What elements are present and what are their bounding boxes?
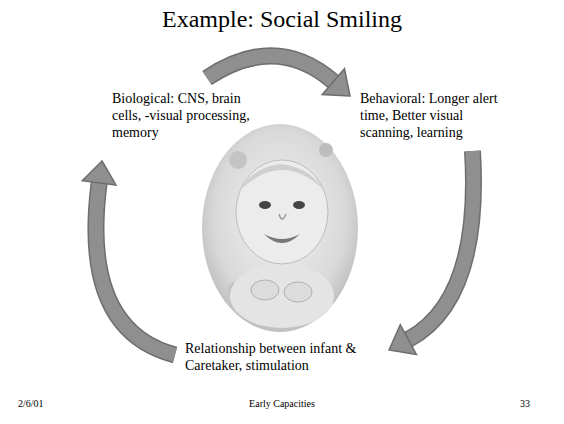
cycle-text-node: Behavioral: Longer alert time, Better vi… [360,90,512,141]
cycle-text-node: Biological: CNS, brain cells, -visual pr… [112,90,272,141]
arrow-head [82,161,116,185]
curved-arrow [82,161,175,355]
arrow-shaft-fill [408,151,473,340]
arrow-shaft-fill [96,183,175,355]
node-text: Behavioral: Longer alert time, Better vi… [360,90,512,141]
curved-arrow [207,56,350,96]
curved-arrow [389,151,473,355]
arrow-shaft [408,151,473,340]
slide-title: Example: Social Smiling [0,6,564,33]
arrow-shaft-fill [207,56,333,82]
footer-label: Early Capacities [232,398,332,409]
arrow-head [322,69,350,96]
node-text: Biological: CNS, brain cells, -visual pr… [112,90,272,141]
cycle-text-node: Relationship between infant & Caretaker,… [185,340,377,374]
arrow-shaft [96,183,175,355]
node-text: Relationship between infant & Caretaker,… [185,340,377,374]
arrow-shaft [207,56,333,82]
arrow-head [389,325,416,355]
footer-label: 33 [520,398,530,409]
footer-label: 2/6/01 [18,398,44,409]
